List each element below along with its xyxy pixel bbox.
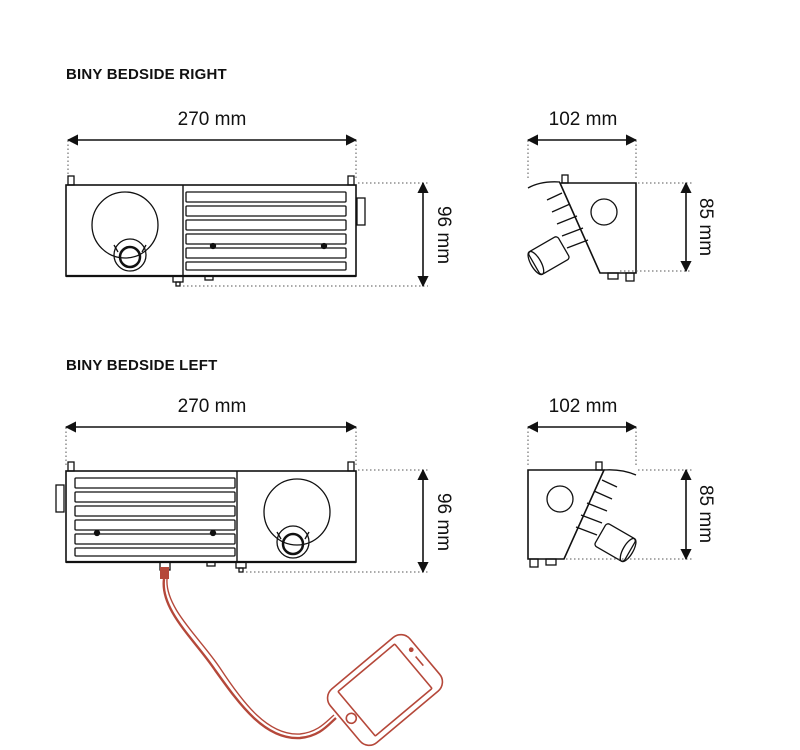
side-switch: [55, 484, 65, 513]
louvre-grille-icon: [182, 185, 347, 276]
section-title-right: BINY BEDSIDE RIGHT: [66, 66, 227, 83]
louvre-grille-icon: [74, 471, 238, 562]
lamp-head-icon: [91, 191, 159, 259]
right-width-label: 270 mm: [178, 109, 247, 130]
right-front-view: [65, 134, 429, 288]
right-side-view: [526, 134, 692, 282]
left-height-label: 96 mm: [433, 493, 454, 551]
side-body: [558, 182, 637, 274]
left-depth-label: 102 mm: [549, 396, 618, 417]
side-switch: [356, 197, 366, 226]
louvre-side-icon: [575, 479, 618, 536]
left-side-height-label: 85 mm: [695, 485, 716, 543]
left-front-view: [55, 421, 429, 574]
side-lamp-head-icon: [527, 236, 570, 276]
usb-cable-icon: [160, 567, 337, 740]
right-side-height-label: 85 mm: [695, 198, 716, 256]
side-body: [527, 469, 606, 560]
right-height-label: 96 mm: [433, 206, 454, 264]
lamp-head-icon: [263, 478, 331, 546]
left-side-view: [526, 421, 692, 568]
side-lamp-head-icon: [594, 523, 637, 563]
section-title-left: BINY BEDSIDE LEFT: [66, 357, 218, 374]
left-width-label: 270 mm: [178, 396, 247, 417]
smartphone-icon: [326, 633, 444, 747]
right-depth-label: 102 mm: [549, 109, 618, 130]
louvre-side-icon: [546, 192, 589, 249]
